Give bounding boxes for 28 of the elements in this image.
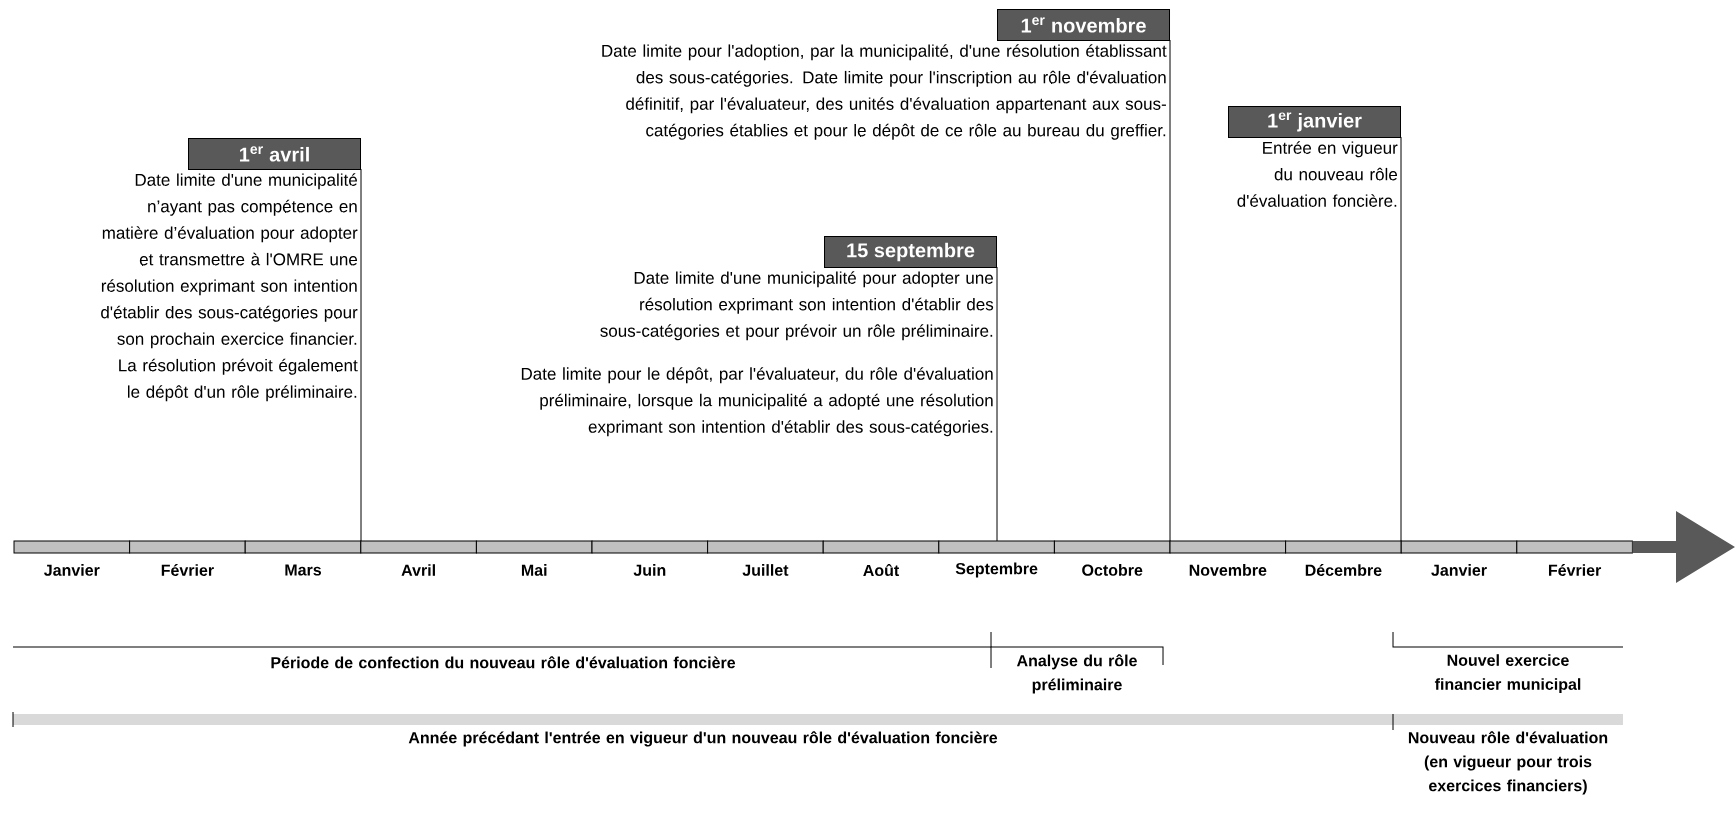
period-label: Nouveau rôle d'évaluation (en vigueur pour trois exercices financiers) xyxy=(1408,731,1608,795)
period-label: Période de confection du nouveau rôle d'évaluation foncière xyxy=(271,656,736,669)
month-label: Novembre xyxy=(1189,564,1267,576)
month-label: Janvier xyxy=(44,564,100,576)
period-label: Année précédant l'entrée en vigueur d'un nouveau rôle d'évaluation foncière xyxy=(408,731,998,747)
event-description: Entrée en vigueur du nouveau rôle d'évaluation foncière. xyxy=(1237,141,1398,207)
month-label: Décembre xyxy=(1305,564,1382,576)
date-banner: 1$^{er}$ avril xyxy=(188,138,361,170)
month-label: Janvier xyxy=(1431,564,1487,576)
date-banner: 1$^{er}$ janvier xyxy=(1228,106,1401,138)
event-description: Date limite d'une municipalité pour adopter une résolution exprimant son intention d'établir des sous-catégories et pour prévoir un rôle préliminaire. xyxy=(600,271,994,341)
event-description: Date limite d'une municipalité n’ayant pas compétence en matière d’évaluation pour adopter et transmettre à l'OMRE une résolution exprimant son intention d'établir des sous-catégories pour son prochain exercice financier. La résolution prévoit également le dépôt d'un rôle préliminaire. xyxy=(101,173,358,402)
month-label: Mai xyxy=(521,564,547,576)
month-label: Juin xyxy=(633,564,666,576)
period-label: Analyse du rôle préliminaire xyxy=(1016,654,1137,694)
month-label: Août xyxy=(863,563,900,577)
month-label: Octobre xyxy=(1082,564,1143,576)
month-label: Septembre xyxy=(955,562,1038,578)
month-label: Juillet xyxy=(742,564,789,576)
month-label: Mars xyxy=(285,564,321,576)
month-label: Février xyxy=(1549,564,1602,576)
event-description: Date limite pour le dépôt, par l'évaluateur, du rôle d'évaluation préliminaire, lorsque la municipalité a adopté une résolution exprimant son intention d'établir des sous-catégories. xyxy=(521,367,993,437)
month-label: Février xyxy=(161,564,214,576)
period-label: Nouvel exercice financier municipal xyxy=(1434,654,1581,694)
event-description: Date limite pour l'adoption, par la municipalité, d'une résolution établissant des sous-catégories. Date limite pour l'inscription au rôle d'évaluation définitif, par l'évaluateur, des unités d'évaluation appartenant aux sous-catégories établies et pour le dépôt de ce rôle au bureau du greffier. xyxy=(602,44,1167,140)
month-label: Avril xyxy=(401,564,435,576)
date-banner: 1$^{er}$ novembre xyxy=(997,9,1170,41)
date-banner: 15 septembre xyxy=(824,236,997,268)
